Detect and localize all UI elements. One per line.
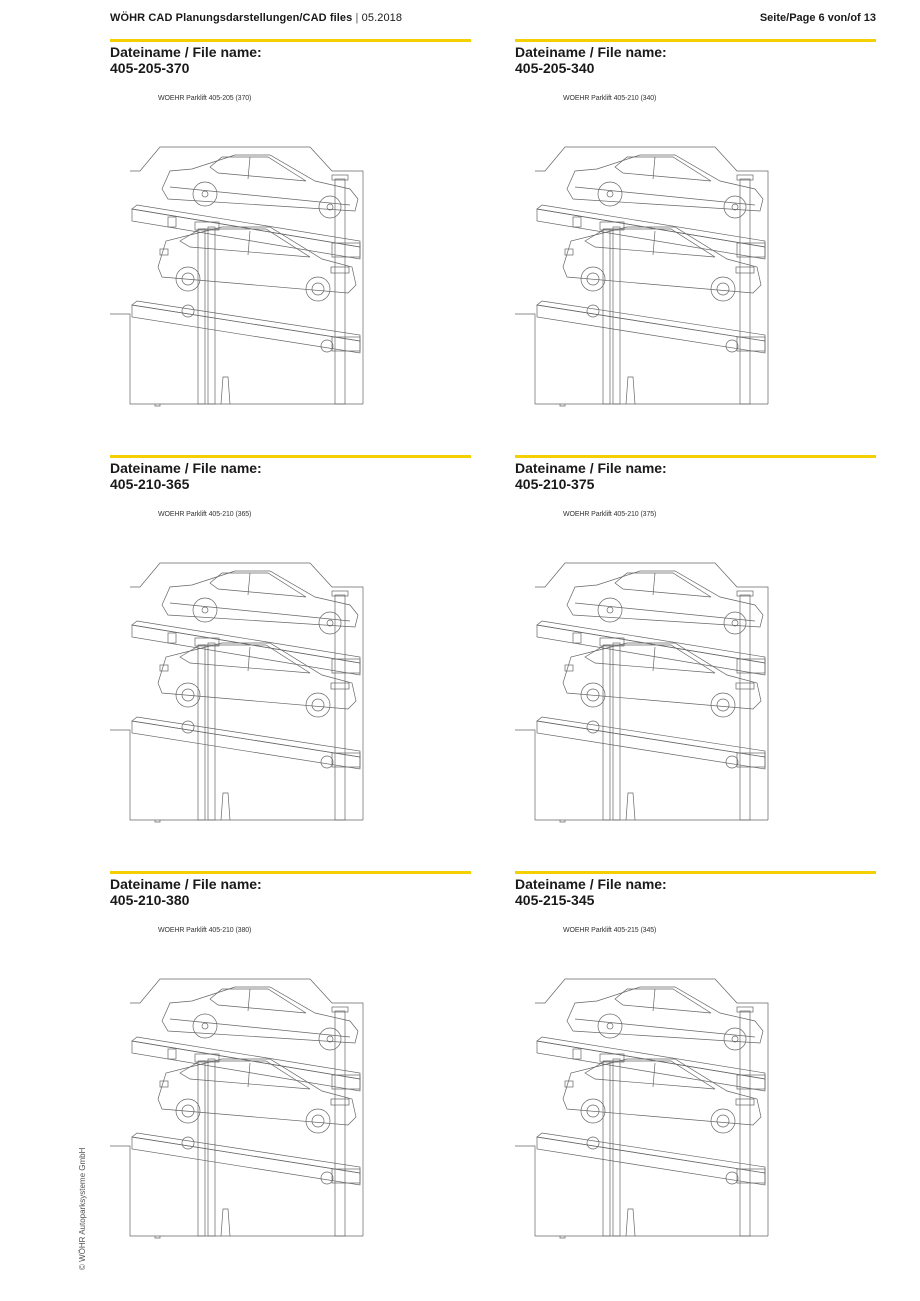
file-name-label: Dateiname / File name: — [515, 44, 667, 60]
file-name: 405-215-345 — [515, 892, 595, 908]
file-name-label: Dateiname / File name: — [515, 460, 667, 476]
drawing-caption: WOEHR Parklift 405-215 (345) — [563, 927, 657, 934]
file-name-label: Dateiname / File name: — [110, 460, 262, 476]
section-rule — [110, 871, 471, 874]
document-header-title: WÖHR CAD Planungsdarstellungen/CAD files… — [110, 12, 402, 24]
file-name-label: Dateiname / File name: — [110, 876, 262, 892]
drawing-caption: WOEHR Parklift 405-205 (370) — [158, 95, 252, 102]
file-name: 405-210-365 — [110, 476, 190, 492]
parklift-cad-drawing — [110, 562, 364, 823]
file-name: 405-205-340 — [515, 60, 595, 76]
page-number: Seite/Page 6 von/of 13 — [759, 12, 876, 24]
drawing-caption: WOEHR Parklift 405-210 (365) — [158, 511, 252, 518]
file-name: 405-210-375 — [515, 476, 595, 492]
parklift-cad-drawing — [110, 146, 364, 407]
section-rule — [110, 39, 471, 42]
drawing-section-5: Dateiname / File name: 405-210-380 WOEHR… — [110, 871, 471, 1239]
parklift-cad-drawing — [515, 562, 769, 823]
header-date: 05.2018 — [361, 12, 403, 24]
drawing-caption: WOEHR Parklift 405-210 (340) — [563, 95, 657, 102]
parklift-cad-drawing — [515, 978, 769, 1239]
file-name-label: Dateiname / File name: — [110, 44, 262, 60]
section-rule — [110, 455, 471, 458]
file-name: 405-205-370 — [110, 60, 190, 76]
header-title: WÖHR CAD Planungsdarstellungen/CAD files — [110, 12, 353, 24]
section-rule — [515, 39, 876, 42]
file-name: 405-210-380 — [110, 892, 190, 908]
drawing-caption: WOEHR Parklift 405-210 (380) — [158, 927, 252, 934]
drawing-section-6: Dateiname / File name: 405-215-345 WOEHR… — [515, 871, 876, 1239]
section-rule — [515, 455, 876, 458]
file-name-label: Dateiname / File name: — [515, 876, 667, 892]
parklift-cad-drawing — [110, 978, 364, 1239]
drawing-section-4: Dateiname / File name: 405-210-375 WOEHR… — [515, 455, 876, 823]
section-rule — [515, 871, 876, 874]
drawing-section-2: Dateiname / File name: 405-205-340 WOEHR… — [515, 39, 876, 407]
parklift-cad-drawing — [515, 146, 769, 407]
drawing-section-1: Dateiname / File name: 405-205-370 WOEHR… — [110, 39, 471, 407]
drawing-section-3: Dateiname / File name: 405-210-365 WOEHR… — [110, 455, 471, 823]
header-separator: | — [355, 12, 359, 24]
copyright-notice: © WÖHR Autoparksysteme GmbH — [78, 1147, 87, 1270]
drawing-caption: WOEHR Parklift 405-210 (375) — [563, 511, 657, 518]
